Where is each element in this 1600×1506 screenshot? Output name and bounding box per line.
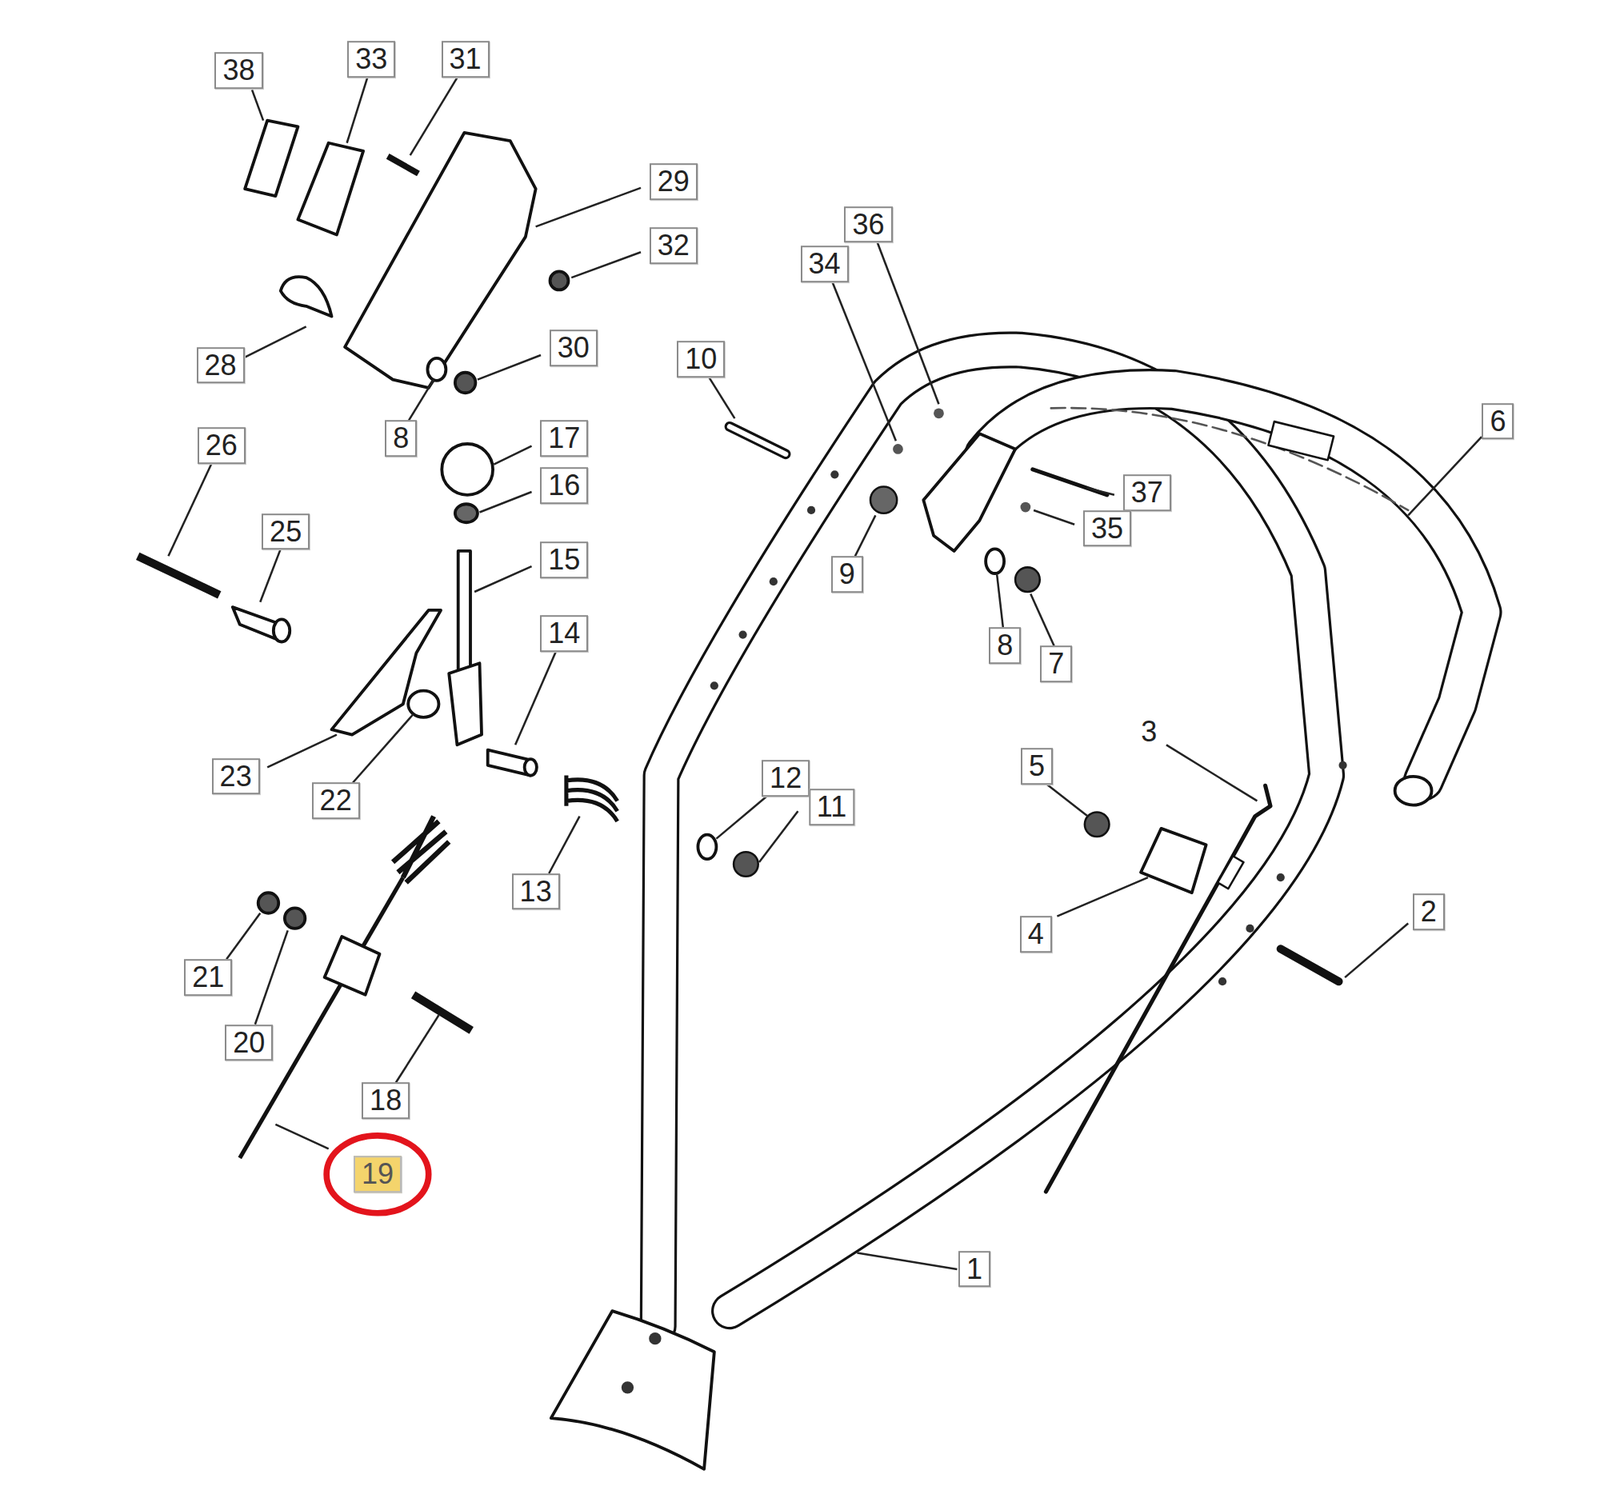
screw: [388, 156, 419, 174]
knob-ball: [441, 444, 493, 496]
washer: [697, 835, 716, 860]
callout-number: 30: [549, 329, 598, 367]
spacer: [408, 691, 439, 718]
cable-ferrule: [1217, 856, 1244, 889]
bracket-hole: [621, 1381, 634, 1394]
bolt-fill: [729, 426, 786, 454]
callout-number: 28: [196, 347, 244, 384]
callout-number: 19: [353, 1156, 402, 1193]
callout-number: 14: [540, 615, 588, 652]
callout-number: 38: [214, 52, 263, 89]
bolt: [729, 426, 786, 454]
callout-number: 10: [676, 340, 725, 378]
callout-number: 29: [649, 163, 698, 200]
callout-number: 8: [384, 420, 417, 458]
pin: [892, 444, 904, 455]
washer: [1020, 502, 1032, 513]
callout-number: 2: [1412, 894, 1445, 932]
callout-number: 1: [958, 1251, 991, 1288]
bottom-bracket: [551, 1311, 715, 1470]
upper-handle-fill: [984, 389, 1482, 781]
callout-number: 21: [184, 959, 232, 996]
callout-number: 31: [441, 40, 490, 78]
handle-eye: [1395, 776, 1432, 806]
callout-number: 35: [1083, 510, 1132, 548]
cable-clamp: [324, 936, 380, 996]
callout-number: 34: [800, 246, 849, 284]
callout-number: 5: [1020, 748, 1053, 785]
callout-number: 8: [988, 628, 1021, 665]
callout-number: 36: [844, 206, 892, 244]
callout-number: 7: [1040, 646, 1072, 684]
callout-number: 11: [808, 788, 855, 826]
handle-bracket: [923, 433, 1016, 552]
grip-pad: [244, 120, 298, 196]
lever-plate: [448, 663, 482, 745]
switch-cover: [297, 143, 364, 236]
callout-number: 18: [361, 1082, 410, 1120]
washer: [427, 358, 446, 381]
leader-lines: [168, 77, 1482, 1270]
handle-badge: [1268, 421, 1334, 460]
callout-number: 32: [649, 228, 698, 265]
callout-number: 26: [197, 428, 246, 465]
callout-number: 9: [831, 556, 864, 593]
sleeve-end: [524, 759, 537, 776]
control-parts: [137, 120, 617, 1159]
frame-tube: [658, 349, 1327, 1327]
callout-number: 13: [512, 873, 560, 911]
callout-number: 12: [761, 760, 810, 797]
hook-pin: [280, 276, 332, 316]
bushing-end: [273, 619, 290, 642]
lever-arm: [332, 610, 441, 736]
bolt: [137, 556, 220, 595]
nut: [1084, 812, 1110, 837]
bolt: [1280, 948, 1340, 982]
callout-number: 3: [1134, 715, 1164, 749]
cable-clamp: [1140, 828, 1207, 893]
callout-number: 16: [540, 467, 588, 504]
callout-number: 37: [1123, 474, 1172, 512]
callout-number: 22: [312, 782, 360, 820]
spring: [566, 776, 618, 822]
bracket-hole: [648, 1332, 661, 1345]
frame-tube-fill: [658, 349, 1327, 1327]
rivet: [933, 408, 944, 419]
frame-holes: [710, 470, 1348, 986]
callout-number: 25: [261, 513, 310, 551]
lever-rod: [458, 551, 471, 674]
control-housing: [344, 132, 536, 388]
cable: [1045, 785, 1271, 1192]
upper-handle: [984, 389, 1482, 781]
callout-number: 33: [347, 40, 396, 78]
handle-frame: [551, 349, 1482, 1469]
bolt: [413, 995, 472, 1032]
nut: [733, 852, 759, 877]
callout-number: 20: [224, 1024, 273, 1062]
callout-number: 23: [212, 758, 260, 796]
callout-number: 4: [1020, 916, 1052, 954]
cable-spring: [392, 816, 449, 884]
highlight-ring: [326, 1136, 429, 1214]
nut: [284, 908, 306, 929]
callout-number: 6: [1481, 403, 1514, 440]
nut: [455, 372, 476, 394]
nut: [455, 504, 478, 523]
callout-number: 17: [540, 420, 588, 458]
nut: [258, 892, 280, 914]
nut: [1015, 567, 1040, 592]
callout-number: 15: [540, 541, 588, 579]
washer: [985, 548, 1004, 574]
nut: [550, 271, 569, 290]
knob: [870, 487, 897, 514]
